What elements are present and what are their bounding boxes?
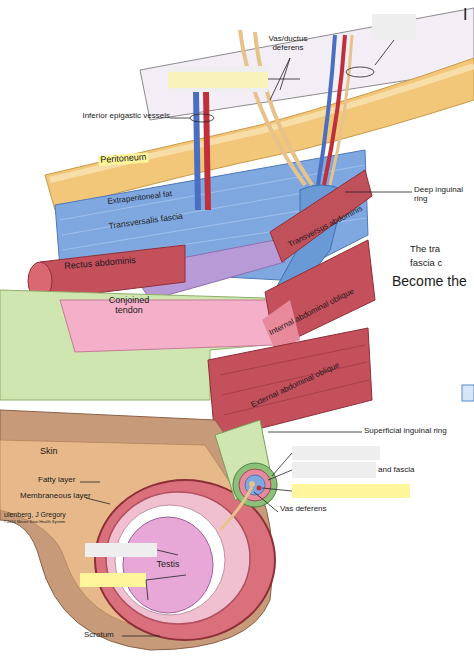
internal-aponeurosis — [60, 300, 275, 352]
credit: ulenberg, J Gregory — [4, 511, 94, 519]
epigastric-vein — [196, 92, 198, 210]
part-label: Inferior epigastic vessels — [60, 112, 170, 121]
leader-lines — [80, 40, 412, 636]
part-label: Scrotum — [84, 631, 124, 640]
part-label: and fascia — [378, 466, 438, 475]
part-label: Skin — [40, 447, 80, 457]
blank-box — [292, 462, 376, 478]
blank-highlight — [292, 484, 410, 498]
testis — [123, 517, 213, 613]
part-label: Deep inguinal ring — [414, 186, 474, 204]
tunica-cavity — [115, 505, 225, 615]
vas-top-2 — [255, 32, 312, 185]
cut-note: fascia c — [410, 258, 442, 268]
blank-box — [292, 446, 380, 460]
cord-vas — [249, 481, 255, 487]
blank-box — [168, 66, 268, 92]
cut-heading: I — [463, 6, 467, 24]
epigastric-artery — [206, 92, 208, 210]
fat-highlight — [50, 66, 474, 180]
part-label: Membraneous layer — [20, 492, 100, 501]
part-label: Vas/ductus deferens — [258, 35, 318, 53]
part-label: Vas deferens — [280, 505, 340, 514]
cord-middle — [239, 469, 271, 501]
vas-in-scrotum — [220, 487, 252, 530]
part-label: Fatty layer — [38, 476, 88, 485]
cord-artery — [257, 486, 262, 491]
blank-box — [85, 543, 157, 557]
vessel-3 — [330, 35, 352, 185]
cord-outer — [233, 463, 277, 507]
tunica — [106, 492, 250, 624]
part-label: Conjoined tendon — [102, 296, 156, 316]
cut-note: Become the — [392, 274, 467, 289]
blank-highlight — [168, 72, 268, 88]
part-label: Testis — [148, 560, 188, 570]
testicular-vein — [318, 35, 335, 185]
external-oblique-muscle — [208, 328, 372, 440]
part-label: Superficial inguinal ring — [364, 427, 474, 436]
cut-note: The tra — [410, 244, 440, 254]
blank-highlight — [80, 573, 146, 587]
blank-box — [372, 14, 416, 40]
credit: ©2014 Mount Sinai Health System — [4, 520, 84, 524]
side-tab — [462, 385, 474, 401]
